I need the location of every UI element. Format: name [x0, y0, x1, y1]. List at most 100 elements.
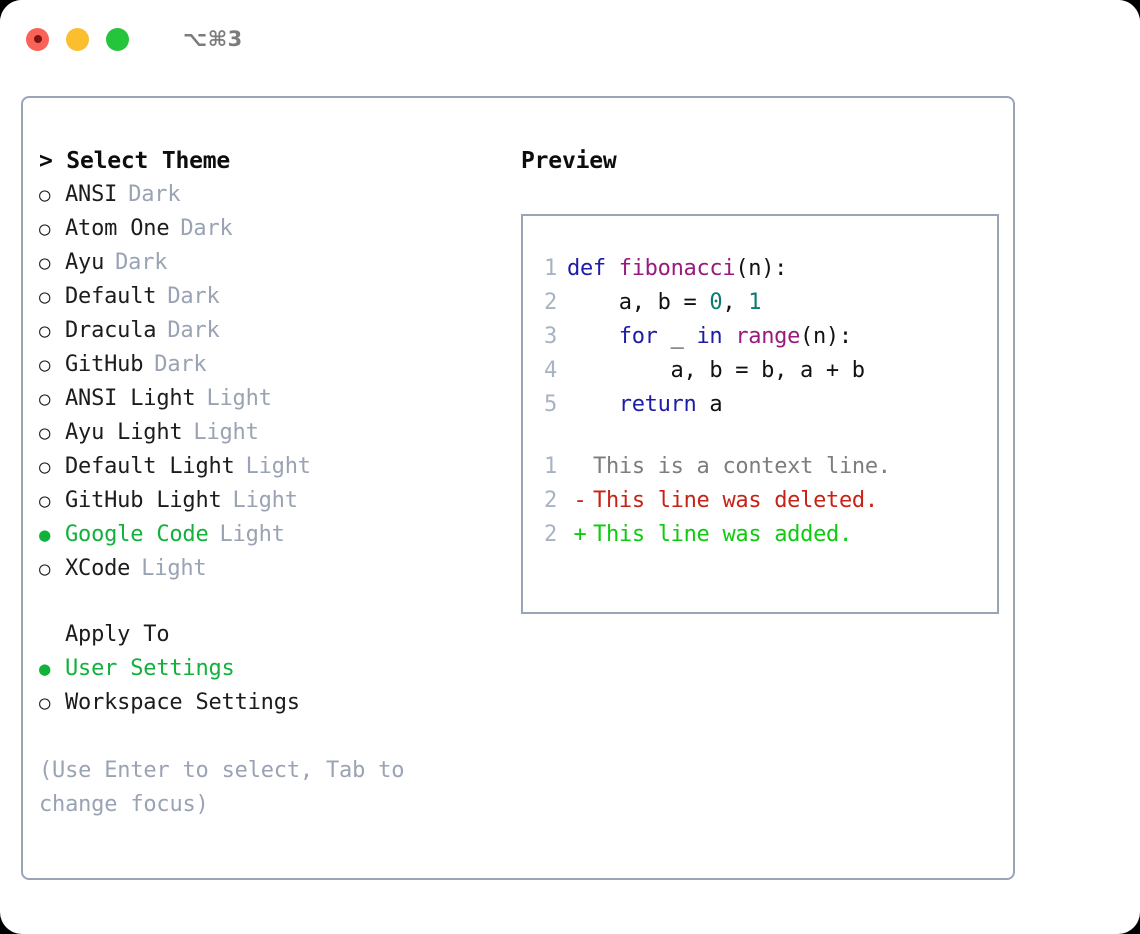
- code-line-number: 1: [544, 256, 557, 281]
- preview-spacer: [537, 422, 997, 450]
- code-line: 5 return a: [537, 388, 997, 422]
- theme-list-item[interactable]: ○ Default Dark: [39, 280, 517, 314]
- radio-unselected-icon: ○: [39, 422, 51, 444]
- radio-selected-icon: ●: [39, 658, 51, 680]
- radio-unselected-icon: ○: [39, 252, 51, 274]
- apply-to-option[interactable]: ○ Workspace Settings: [39, 686, 517, 720]
- theme-name-label: ANSI Light: [65, 386, 196, 411]
- code-line-number: 5: [544, 392, 557, 417]
- diff-line-context: 1 This is a context line.: [537, 450, 997, 484]
- diff-sign: +: [573, 522, 587, 547]
- code-token-plain: [722, 324, 735, 349]
- diff-line-text: This line was deleted.: [593, 488, 878, 513]
- radio-unselected-icon: ○: [39, 286, 51, 308]
- theme-kind-badge: Dark: [167, 318, 220, 343]
- theme-name-label: GitHub Light: [65, 488, 222, 513]
- theme-name-label: Dracula: [65, 318, 157, 343]
- theme-kind-badge: Light: [219, 522, 285, 547]
- code-line: 2 a, b = 0, 1: [537, 286, 997, 320]
- title-bar: ⌥⌘3: [0, 0, 1140, 78]
- theme-list-item[interactable]: ○ Ayu Dark: [39, 246, 517, 280]
- code-token-kw: in: [696, 324, 723, 349]
- theme-kind-badge: Dark: [167, 284, 220, 309]
- code-token-num: 1: [748, 290, 762, 315]
- close-button[interactable]: [26, 27, 49, 51]
- radio-unselected-icon: ○: [39, 558, 51, 580]
- diff-sign: [567, 450, 593, 484]
- theme-kind-badge: Dark: [180, 216, 233, 241]
- theme-name-label: Atom One: [65, 216, 170, 241]
- keyboard-hint-text: (Use Enter to select, Tab to change focu…: [39, 758, 405, 817]
- radio-unselected-icon: ○: [39, 184, 51, 206]
- theme-name-label: Ayu: [65, 250, 105, 275]
- theme-list-item[interactable]: ○ Default Light Light: [39, 450, 517, 484]
- code-line: 3 for _ in range(n):: [537, 320, 997, 354]
- code-line-text: for _ in range(n):: [567, 320, 852, 354]
- apply-to-section: Apply To ●User Settings ○ Workspace Settin…: [39, 618, 517, 720]
- theme-kind-badge: Dark: [115, 250, 168, 275]
- code-token-fn: range: [735, 324, 801, 349]
- preview-title: Preview: [521, 148, 617, 174]
- radio-unselected-icon: ○: [39, 456, 51, 478]
- code-token-plain: [567, 324, 619, 349]
- code-token-plain: [567, 392, 619, 417]
- code-token-plain: (n):: [800, 324, 852, 349]
- apply-to-list[interactable]: ●User Settings ○ Workspace Settings: [39, 652, 517, 720]
- code-line-number: 3: [544, 324, 557, 349]
- window-controls: [26, 27, 129, 51]
- radio-unselected-icon: ○: [39, 692, 51, 714]
- theme-kind-badge: Dark: [154, 352, 207, 377]
- theme-name-label: XCode: [65, 556, 131, 581]
- diff-line-text: This is a context line.: [593, 454, 891, 479]
- diff-line-deleted: 2-This line was deleted.: [537, 484, 997, 518]
- radio-unselected-icon: ○: [39, 218, 51, 240]
- apply-to-option[interactable]: ●User Settings: [39, 652, 517, 686]
- code-line-text: def fibonacci(n):: [567, 252, 787, 286]
- diff-line-added: 2+This line was added.: [537, 518, 997, 552]
- diff-line-number: 2: [544, 488, 557, 513]
- minimize-button[interactable]: [66, 27, 89, 51]
- code-line-text: a, b = b, a + b: [567, 354, 866, 388]
- code-line-text: a, b = 0, 1: [567, 286, 762, 320]
- diff-line-number: 2: [544, 522, 557, 547]
- select-theme-header: > Select Theme: [39, 148, 231, 174]
- theme-list-item[interactable]: ○ Atom One Dark: [39, 212, 517, 246]
- apply-to-header: Apply To: [65, 622, 170, 647]
- code-line-text: return a: [567, 388, 723, 422]
- zoom-button[interactable]: [106, 27, 129, 51]
- code-token-kw: return: [618, 392, 697, 417]
- code-token-plain: (n):: [735, 256, 788, 281]
- theme-name-label: ANSI: [65, 182, 118, 207]
- theme-kind-badge: Light: [193, 420, 259, 445]
- radio-selected-icon: ●: [39, 524, 51, 546]
- theme-kind-badge: Light: [245, 454, 311, 479]
- code-line: 1 def fibonacci(n):: [537, 252, 997, 286]
- theme-kind-badge: Dark: [128, 182, 181, 207]
- theme-kind-badge: Light: [232, 488, 298, 513]
- theme-list-item[interactable]: ○ ANSI Dark: [39, 178, 517, 212]
- theme-kind-badge: Light: [206, 386, 272, 411]
- code-token-plain: [606, 256, 619, 281]
- diff-line-number: 1: [544, 454, 557, 479]
- code-token-plain: _: [657, 324, 697, 349]
- diff-sample: 1 This is a context line.2-This line was…: [537, 450, 997, 552]
- theme-name-label: Default: [65, 284, 157, 309]
- code-token-kw: def: [567, 256, 606, 281]
- code-token-fn: fibonacci: [618, 256, 736, 281]
- theme-name-label: GitHub: [65, 352, 144, 377]
- theme-list-item[interactable]: ○ GitHub Light Light: [39, 484, 517, 518]
- theme-name-label: Default Light: [65, 454, 235, 479]
- apply-to-option-label: Workspace Settings: [65, 690, 300, 715]
- theme-list-item[interactable]: ○ Ayu Light Light: [39, 416, 517, 450]
- radio-unselected-icon: ○: [39, 490, 51, 512]
- theme-name-label: Ayu Light: [65, 420, 183, 445]
